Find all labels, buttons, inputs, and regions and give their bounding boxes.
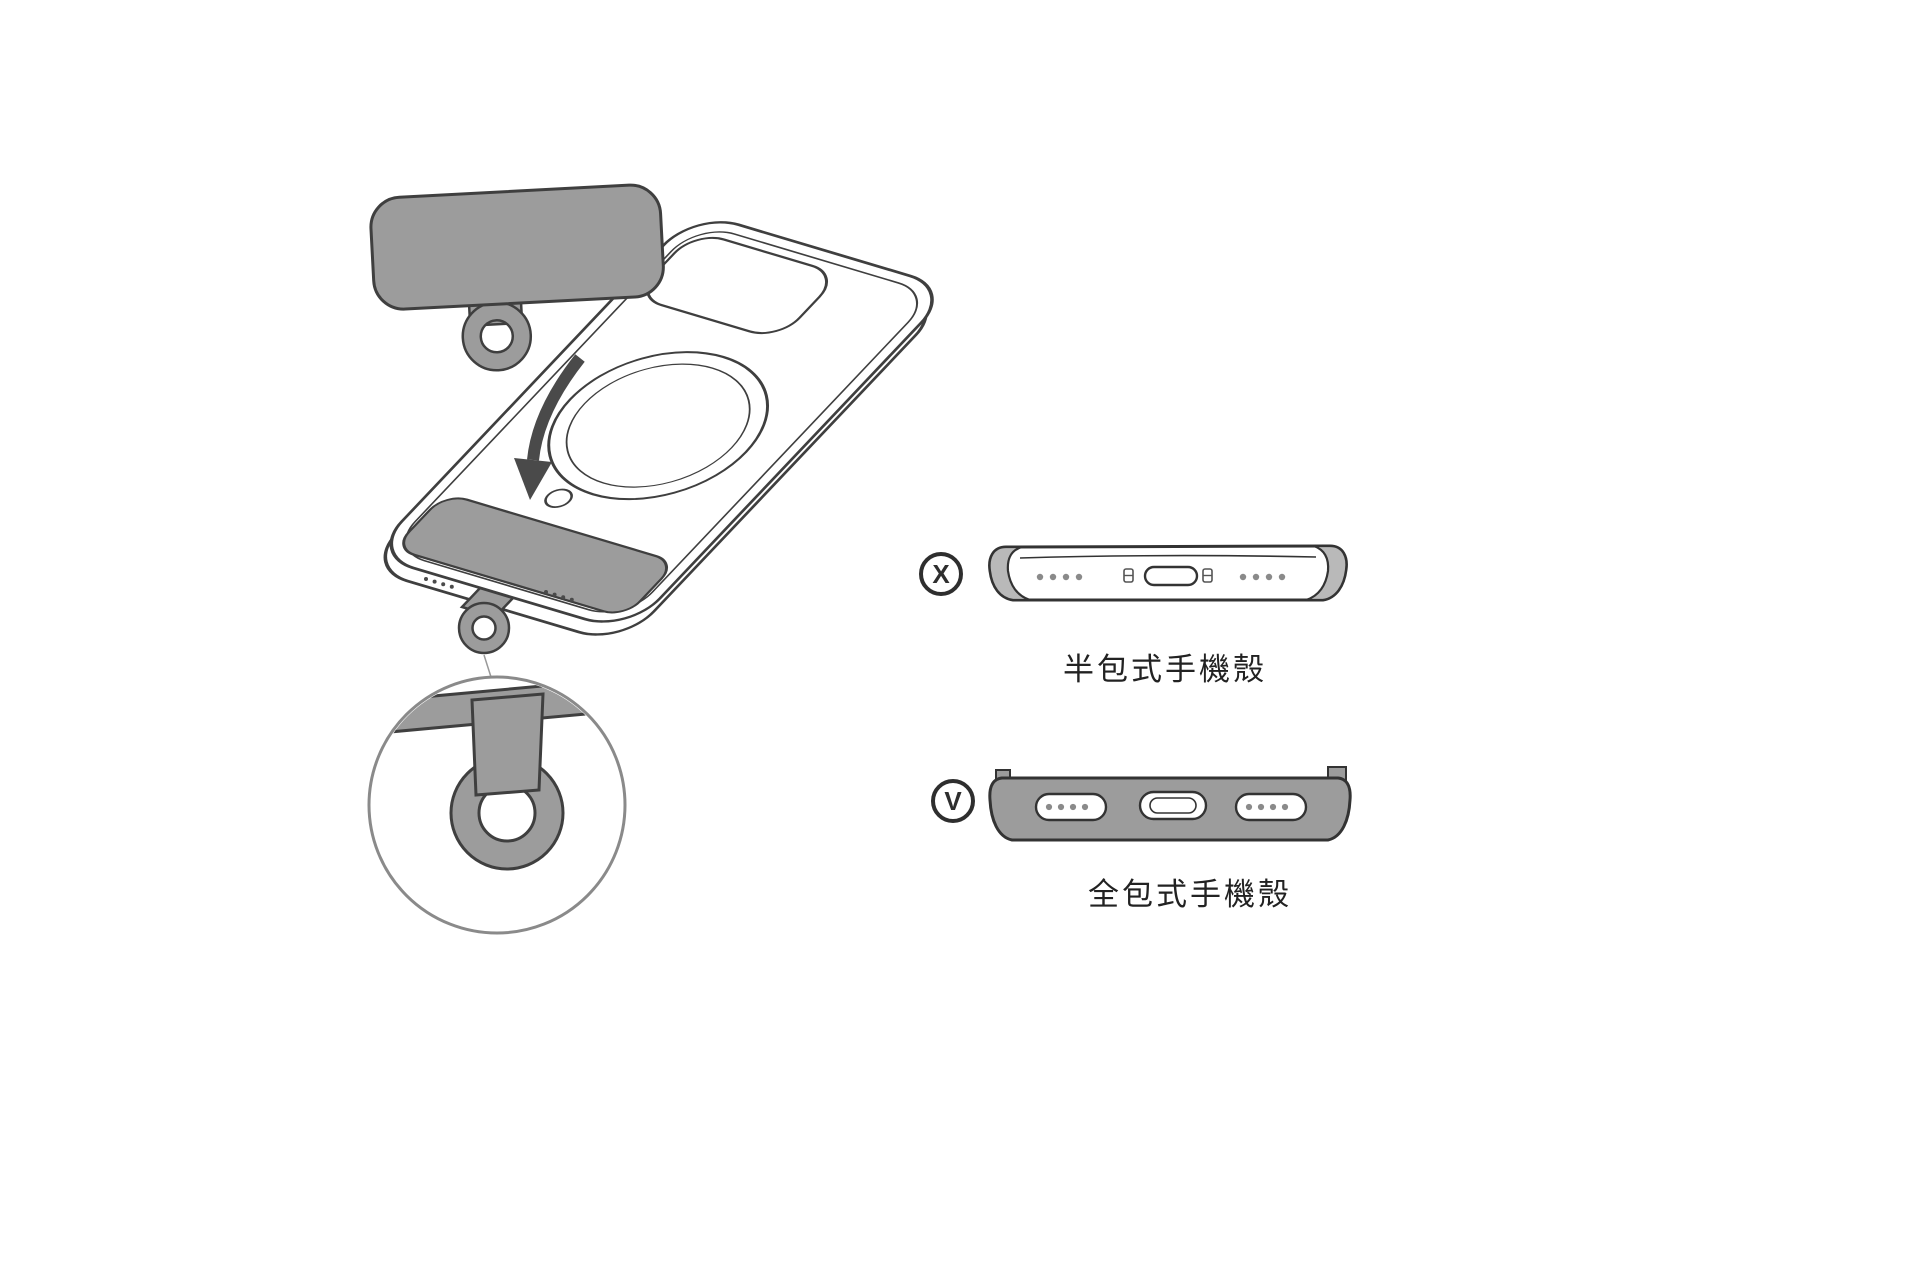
small-hole bbox=[544, 488, 573, 508]
half-case-inner-rim bbox=[1019, 554, 1317, 559]
speaker-holes-right bbox=[544, 590, 574, 602]
bottom-loop bbox=[457, 586, 516, 678]
full-covered-case-icon bbox=[988, 766, 1352, 842]
full-case-left-speaker-holes bbox=[1045, 803, 1089, 811]
lanyard-patch bbox=[369, 183, 665, 372]
magnet-ring-outer bbox=[547, 351, 770, 501]
full-case-port bbox=[1149, 797, 1197, 814]
wrong-marker-icon: X bbox=[919, 552, 963, 596]
insertion-arrow-icon bbox=[514, 354, 585, 500]
half-case-right-cap bbox=[1305, 544, 1348, 602]
full-covered-case-label: 全包式手機殼 bbox=[1088, 877, 1292, 912]
patch-d-ring bbox=[461, 301, 532, 372]
magnifier-pointer-line bbox=[483, 654, 492, 678]
patch-installed-strip bbox=[402, 497, 669, 614]
half-case-left-cap bbox=[988, 545, 1031, 602]
half-covered-case-label: 半包式手機殼 bbox=[1063, 652, 1267, 687]
loop-detail-magnifier bbox=[367, 675, 627, 935]
magnet-ring-inner bbox=[565, 363, 751, 488]
case-inner-rim bbox=[405, 231, 919, 613]
half-covered-case-icon bbox=[988, 544, 1348, 602]
lanyard-installation-illustration bbox=[367, 183, 934, 935]
phone-case bbox=[383, 221, 934, 636]
patch-body bbox=[369, 183, 665, 311]
half-case-speaker-holes bbox=[1036, 573, 1286, 581]
detail-tab bbox=[470, 692, 545, 797]
full-case-right-speaker-holes bbox=[1245, 803, 1289, 811]
screw-icon bbox=[1202, 568, 1213, 583]
screw-icon bbox=[1123, 568, 1134, 583]
speaker-holes-left bbox=[424, 577, 454, 589]
half-case-port bbox=[1143, 565, 1199, 587]
correct-marker-icon: V bbox=[931, 779, 975, 823]
bottom-d-ring bbox=[457, 601, 511, 655]
magnifier-circle bbox=[367, 675, 627, 935]
